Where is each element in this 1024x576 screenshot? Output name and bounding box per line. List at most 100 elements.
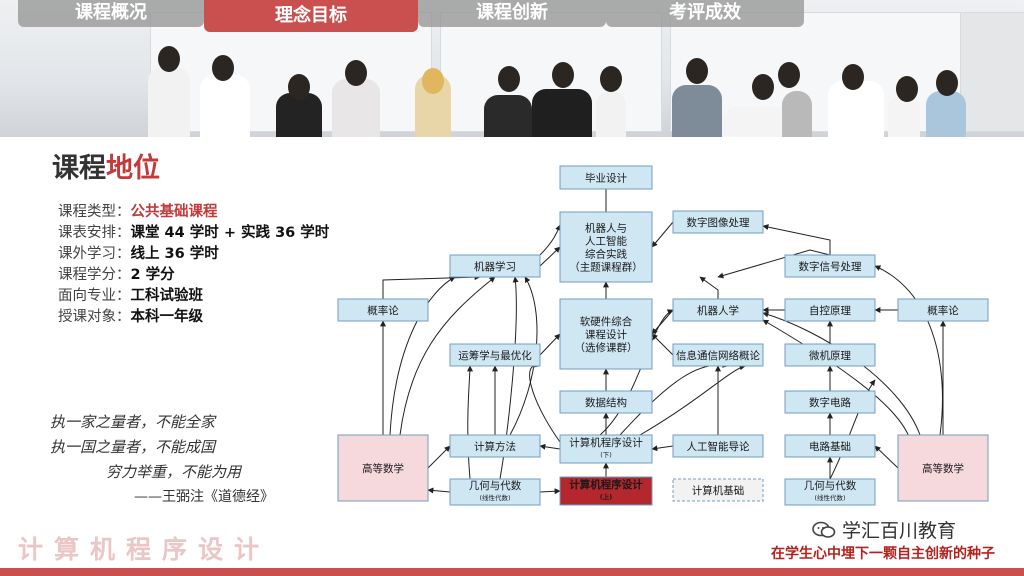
diagram-arrow — [427, 445, 451, 469]
course-node-label: 数字图像处理 — [687, 216, 750, 229]
diagram-arrow — [699, 276, 719, 299]
course-node-label: 几何与代数 — [804, 479, 857, 492]
tab-course-overview[interactable]: 课程概况 — [18, 0, 204, 27]
course-node-sjjg: 数据结构 — [559, 390, 653, 414]
course-node-label: 数字电路 — [809, 396, 851, 409]
wechat-account: 学汇百川教育 — [812, 516, 956, 543]
section-title-part2: 地位 — [106, 153, 160, 184]
course-node-jsjjc: 计算机基础 — [672, 478, 764, 502]
course-node-label: 高等数学 — [922, 462, 964, 475]
course-node-zkyl: 自控原理 — [784, 298, 876, 322]
info-row-schedule: 课表安排：课堂 44 学时 + 实践 36 学时 — [58, 225, 330, 241]
course-node-label: 微机原理 — [809, 349, 851, 362]
course-node-gdsx-r: 高等数学 — [897, 434, 989, 502]
diagram-arrow — [762, 224, 831, 255]
bottom-accent-bar — [0, 568, 1024, 576]
info-row-credits: 课程学分：2 学分 — [58, 267, 175, 283]
course-node-label: 计算机程序设计 — [569, 478, 643, 491]
course-node-label: 综合实践 — [585, 248, 627, 261]
diagram-arrow — [639, 364, 746, 436]
diagram-arrow — [651, 221, 674, 248]
diagram-arrow — [389, 276, 456, 436]
quote-line: 执一家之量者，不能全家 — [50, 413, 216, 431]
course-node-xxtx: 信息通信网络概论 — [672, 343, 764, 367]
section-tabs: 课程概况 理念目标 课程创新 考评成效 — [0, 0, 1024, 32]
course-node-label: (线性代数) — [814, 493, 845, 502]
info-row-type: 课程类型：公共基础课程 — [58, 204, 218, 220]
course-node-label: 机器人与 — [585, 222, 627, 235]
course-node-jsff: 计算方法 — [449, 434, 541, 458]
course-node-label: 高等数学 — [362, 462, 404, 475]
course-node-rgzn: 人工智能导论 — [672, 434, 764, 458]
diagram-arrow — [539, 443, 561, 450]
course-node-szjx: 数字图像处理 — [672, 210, 764, 234]
course-node-label: 毕业设计 — [585, 172, 627, 185]
slogan: 在学生心中埋下一颗自主创新的种子 — [771, 546, 995, 562]
quote-line: 穷力举重，不能为用 — [106, 463, 242, 481]
course-node-label: 机器人学 — [697, 304, 739, 317]
info-row-online: 课外学习：线上 36 学时 — [58, 246, 219, 262]
course-node-gll-r: 概率论 — [897, 298, 989, 322]
course-node-label: （选修课群） — [575, 341, 638, 354]
course-node-label: 计算机基础 — [692, 484, 745, 497]
tab-philosophy-goals[interactable]: 理念目标 — [204, 0, 418, 32]
diagram-arrow — [651, 333, 674, 356]
course-node-label: 机器学习 — [474, 260, 516, 273]
course-node-label: 人工智能 — [585, 235, 627, 248]
course-node-label: 自控原理 — [809, 304, 851, 317]
course-node-ycx: 运筹学与最优化 — [449, 343, 541, 367]
quote-line: 执一国之量者，不能成国 — [50, 438, 216, 456]
diagram-arrow — [651, 445, 674, 452]
course-node-cxsj-xia: 计算机程序设计(下) — [559, 434, 653, 464]
course-node-label: 运筹学与最优化 — [458, 349, 532, 362]
quote-source: ——王弼注《道德经》 — [134, 489, 274, 505]
wall-panel — [960, 12, 1024, 132]
course-node-gll-l: 概率论 — [337, 298, 429, 322]
course-info-list: 课程类型：公共基础课程 课表安排：课堂 44 学时 + 实践 36 学时 课外学… — [58, 202, 329, 328]
diagram-arrow — [539, 224, 561, 256]
diagram-arrow — [529, 361, 561, 443]
course-node-label: 计算方法 — [474, 440, 516, 453]
wechat-account-name: 学汇百川教育 — [842, 520, 957, 542]
diagram-arrow — [539, 333, 561, 356]
diagram-arrow — [539, 246, 561, 267]
course-node-gdsx-l: 高等数学 — [337, 434, 429, 502]
course-node-biye: 毕业设计 — [559, 165, 653, 190]
course-node-jqxx: 机器学习 — [449, 254, 541, 278]
tab-course-innovation[interactable]: 课程创新 — [418, 0, 606, 27]
course-node-cxsj-shang: 计算机程序设计(上) — [559, 476, 653, 506]
course-node-label: 几何与代数 — [469, 479, 522, 492]
course-node-label: （主题课程群） — [569, 261, 643, 274]
diagram-arrow — [874, 445, 899, 469]
course-node-label: 软硬件综合 — [580, 315, 633, 328]
course-node-label: 人工智能导论 — [687, 440, 750, 453]
course-node-label: (线性代数) — [479, 493, 510, 502]
course-node-label: 课程设计 — [585, 328, 627, 341]
section-title: 课程地位 — [52, 146, 160, 185]
course-node-label: 数字信号处理 — [799, 260, 862, 273]
course-node-jhds-l: 几何与代数(线性代数) — [449, 478, 541, 506]
info-row-major: 面向专业：工科试验班 — [58, 288, 203, 304]
course-node-label: 数据结构 — [585, 396, 627, 409]
section-title-part1: 课程 — [52, 153, 106, 184]
diagram-arrow — [717, 249, 831, 279]
course-node-label: 信息通信网络概论 — [676, 349, 760, 362]
course-node-label: (下) — [600, 451, 612, 459]
diagram-arrow — [382, 274, 481, 299]
diagram-arrow — [539, 488, 561, 495]
course-node-jqrx: 机器人学 — [672, 298, 764, 322]
wechat-icon — [812, 521, 836, 538]
course-node-jhds-r: 几何与代数(线性代数) — [784, 478, 876, 506]
diagram-arrow — [829, 379, 876, 480]
info-row-audience: 授课对象：本科一年级 — [58, 309, 203, 325]
course-node-wjyl: 微机原理 — [784, 343, 876, 367]
course-node-label: 概率论 — [927, 304, 959, 317]
diagram-arrow — [651, 309, 674, 335]
course-node-szdl: 数字电路 — [784, 390, 876, 414]
course-node-label: (上) — [600, 492, 612, 501]
course-node-label: 电路基础 — [809, 440, 851, 453]
tab-evaluation-results[interactable]: 考评成效 — [606, 0, 804, 27]
